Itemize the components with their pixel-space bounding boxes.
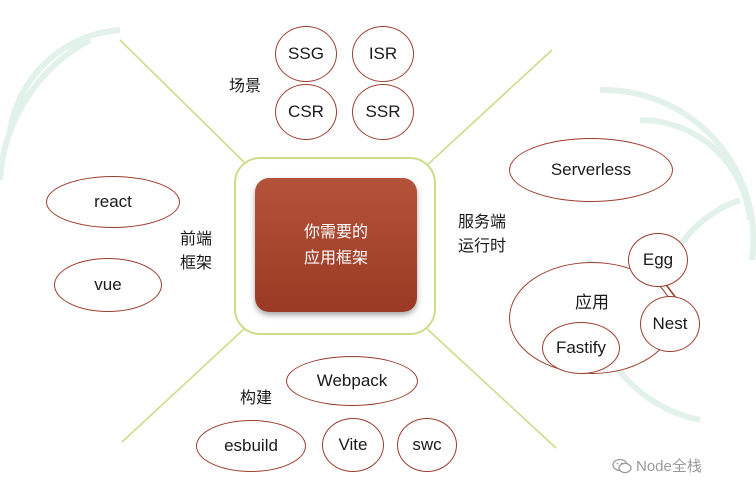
connector-bottom-right xyxy=(424,326,557,449)
esbuild-bubble: esbuild xyxy=(196,420,306,472)
vue-text: vue xyxy=(94,275,122,294)
build-label-text: 构建 xyxy=(239,388,272,407)
fastify-bubble: Fastify xyxy=(542,322,620,374)
ssr-text: SSR xyxy=(365,102,401,121)
ssg-text: SSG xyxy=(288,44,324,63)
server-label-line-2: 运行时 xyxy=(457,236,506,255)
esbuild-text: esbuild xyxy=(224,436,278,455)
serverless-text: Serverless xyxy=(550,160,632,179)
react-bubble: react xyxy=(46,176,180,228)
csr-text: CSR xyxy=(288,102,324,121)
vite-bubble: Vite xyxy=(322,418,384,472)
ssg-bubble: SSG xyxy=(275,26,337,82)
webpack-text: Webpack xyxy=(316,371,388,390)
serverless-bubble: Serverless xyxy=(509,138,673,202)
fastify-text: Fastify xyxy=(555,338,607,357)
swc-bubble: swc xyxy=(397,418,457,472)
wechat-icon xyxy=(612,458,632,473)
watermark-text: Node全栈 xyxy=(636,458,702,475)
server-label-line-1: 服务端 xyxy=(457,212,506,231)
server-label: 服务端 运行时 xyxy=(450,210,514,258)
build-label: 构建 xyxy=(236,386,276,410)
vue-bubble: vue xyxy=(54,258,162,312)
connector-bottom-left xyxy=(121,327,246,443)
react-text: react xyxy=(94,192,132,211)
nest-bubble: Nest xyxy=(640,296,700,352)
connector-top-left xyxy=(119,39,248,166)
nest-text: Nest xyxy=(652,314,688,333)
vite-text: Vite xyxy=(338,435,368,454)
center-box: 你需要的 应用框架 xyxy=(255,178,417,312)
scenario-label-text: 场景 xyxy=(228,76,261,95)
isr-bubble: ISR xyxy=(352,26,414,82)
webpack-bubble: Webpack xyxy=(286,356,418,406)
center-line-2: 应用框架 xyxy=(303,248,368,267)
isr-text: ISR xyxy=(368,44,398,63)
center-line-1: 你需要的 xyxy=(303,222,368,241)
frontend-label: 前端 框架 xyxy=(176,227,216,275)
app-text: 应用 xyxy=(575,292,609,313)
connector-top-right xyxy=(424,49,553,168)
csr-bubble: CSR xyxy=(275,84,337,140)
egg-bubble: Egg xyxy=(628,233,688,287)
scenario-label: 场景 xyxy=(225,74,265,98)
ssr-bubble: SSR xyxy=(352,84,414,140)
watermark: Node全栈 xyxy=(612,455,702,476)
connector-lines xyxy=(119,39,557,449)
frontend-label-line-2: 框架 xyxy=(179,253,212,272)
egg-text: Egg xyxy=(642,250,674,269)
swc-text: swc xyxy=(412,435,442,454)
frontend-label-line-1: 前端 xyxy=(179,229,212,248)
